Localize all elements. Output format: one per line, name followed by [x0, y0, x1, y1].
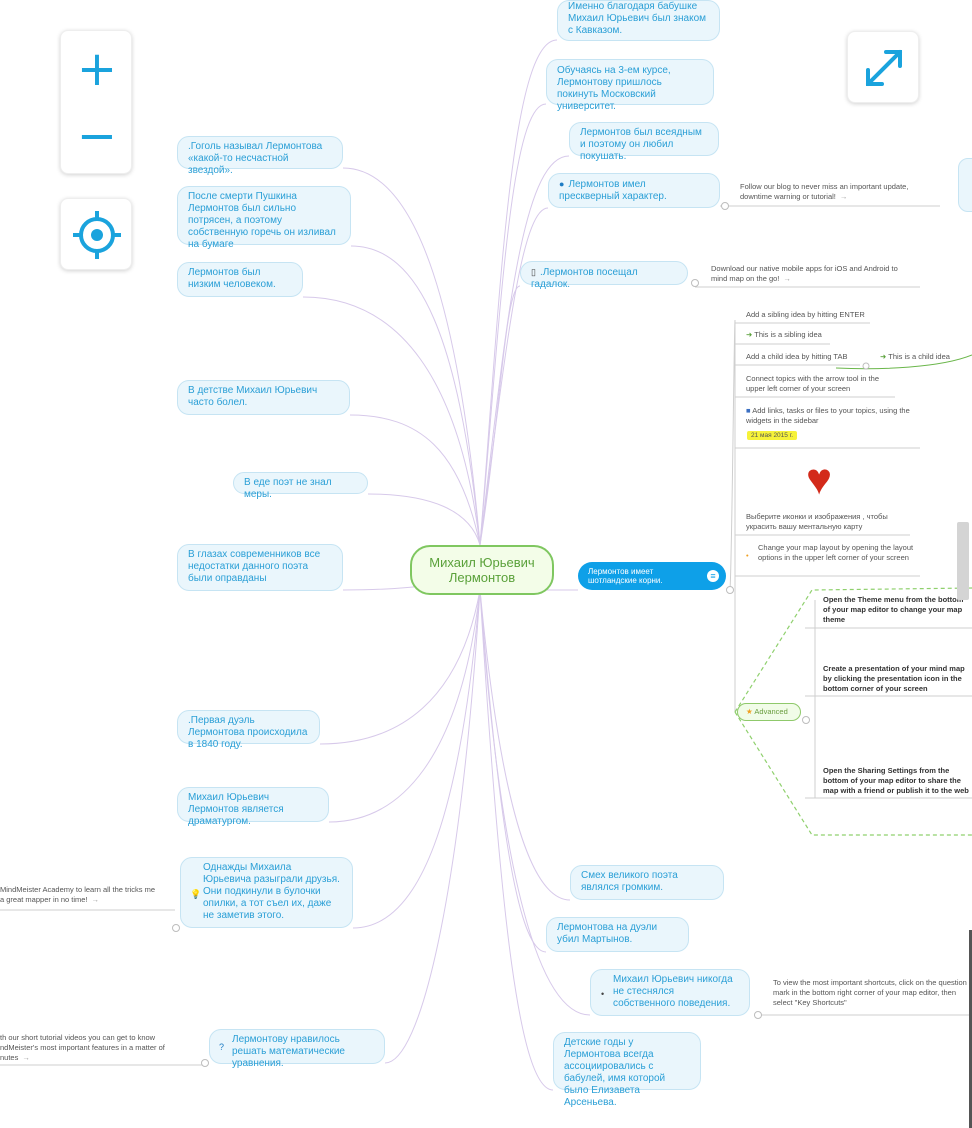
phone-icon: ▯ [531, 267, 536, 277]
idea-node-fortune[interactable]: ▯.Лермонтов посещал гадалок. [520, 261, 688, 290]
link-arrow-icon: → [91, 895, 100, 904]
idea-node-math[interactable]: ? Лермонтову нравилось решать математиче… [209, 1029, 385, 1069]
idea-node-character[interactable]: ●Лермонтов имел прескверный характер. [548, 173, 720, 208]
bullet-icon: • [601, 989, 605, 999]
note-connect[interactable]: Connect topics with the arrow tool in th… [746, 374, 879, 393]
green-arrow-icon: ➜ [880, 352, 887, 361]
idea-label: .Первая дуэль Лермонтова происходила в 1… [188, 715, 308, 750]
expand-icon [866, 50, 902, 86]
link-arrow-icon: → [839, 192, 848, 201]
note-child[interactable]: ➜ This is a child idea [880, 352, 950, 361]
note-widgets[interactable]: ■ Add links, tasks or files to your topi… [746, 406, 910, 425]
idea-label: .Лермонтов посещал гадалок. [531, 267, 638, 290]
zoom-in-button[interactable]: + [61, 39, 133, 99]
star-icon: ★ [746, 707, 753, 716]
note-shortcuts[interactable]: To view the most important shortcuts, cl… [773, 978, 967, 1007]
note-sibling-hint[interactable]: Add a sibling idea by hitting ENTER [746, 310, 865, 319]
idea-node-first-duel[interactable]: .Первая дуэль Лермонтова происходила в 1… [177, 710, 320, 750]
heart-icon: ♥ [806, 455, 833, 504]
notes-icon[interactable]: ≡ [707, 570, 719, 582]
note-sibling[interactable]: ➜ This is a sibling idea [746, 330, 822, 339]
idea-node-behavior[interactable]: • Михаил Юрьевич никогда не стеснялся со… [590, 969, 750, 1016]
info-icon: ● [559, 179, 565, 189]
root-idea[interactable]: Михаил Юрьевич Лермонтов [410, 545, 554, 595]
green-arrow-icon: ➜ [746, 330, 753, 339]
idea-label: Именно благодаря бабушке Михаил Юрьевич … [568, 1, 707, 36]
idea-node-eating[interactable]: Лермонтов был всеядным и поэтому он люби… [569, 122, 719, 162]
note-tutorial[interactable]: th our short tutorial videos you can get… [0, 1033, 165, 1062]
link-arrow-icon: → [22, 1053, 30, 1062]
center-map-button[interactable] [60, 198, 132, 270]
idea-node-university[interactable]: Обучаясь на 3-ем курсе, Лермонтову пришл… [546, 59, 714, 112]
idea-label: Лермонтов имеет шотландские корни. [588, 567, 663, 585]
widget-icon: ■ [746, 406, 751, 415]
idea-label: Детские годы у Лермонтова всегда ассоции… [564, 1037, 666, 1108]
note-apps[interactable]: Download our native mobile apps for iOS … [711, 264, 898, 283]
note-icons[interactable]: Выберите иконки и изображения , чтобы ук… [746, 512, 888, 531]
idea-label: После смерти Пушкина Лермонтов был сильн… [188, 191, 336, 250]
lightbulb-icon: • [746, 551, 749, 560]
root-label: Михаил Юрьевич Лермонтов [429, 555, 535, 585]
link-arrow-icon: → [783, 274, 791, 283]
idea-label: Лермонтов был низким человеком. [188, 267, 276, 290]
lightbulb-icon: 💡 [190, 889, 202, 899]
note-child-hint[interactable]: Add a child idea by hitting TAB [746, 352, 848, 361]
idea-node-laugh[interactable]: Смех великого поэта являлся громким. [570, 865, 724, 900]
idea-node-prank[interactable]: 💡 Однажды Михаила Юрьевича разыграли дру… [180, 857, 353, 928]
note-academy[interactable]: MindMeister Academy to learn all the tri… [0, 885, 156, 904]
idea-label: Лермонтов имел прескверный характер. [559, 179, 667, 202]
idea-label: В глазах современников все недостатки да… [188, 549, 321, 584]
idea-label: Лермонтова на дуэли убил Мартынов. [557, 922, 658, 945]
offscreen-node[interactable] [958, 158, 972, 212]
idea-node-dramatist[interactable]: Михаил Юрьевич Лермонтов является драмат… [177, 787, 329, 827]
idea-node-caucasus[interactable]: Именно благодаря бабушке Михаил Юрьевич … [557, 0, 720, 41]
advanced-node[interactable]: ★ Advanced [737, 703, 801, 721]
idea-node-pushkin[interactable]: После смерти Пушкина Лермонтов был сильн… [177, 186, 351, 250]
idea-label: Однажды Михаила Юрьевича разыграли друзь… [203, 862, 340, 921]
idea-label: В еде поэт не знал меры. [244, 477, 332, 500]
target-icon [73, 211, 121, 259]
idea-label: Михаил Юрьевич Лермонтов является драмат… [188, 792, 284, 827]
idea-label: В детстве Михаил Юрьевич часто болел. [188, 385, 318, 408]
idea-label: Лермонтову нравилось решать математическ… [232, 1034, 345, 1069]
date-badge: 21 мая 2015 г. [747, 431, 798, 440]
idea-label: Лермонтов был всеядным и поэтому он люби… [580, 127, 702, 162]
note-blog[interactable]: Follow our blog to never miss an importa… [740, 182, 909, 201]
idea-node-sick[interactable]: В детстве Михаил Юрьевич часто болел. [177, 380, 350, 415]
idea-node-gogol[interactable]: .Гоголь называл Лермонтова «какой-то нес… [177, 136, 343, 176]
fullscreen-button[interactable] [847, 31, 919, 103]
idea-node-childhood[interactable]: Детские годы у Лермонтова всегда ассоции… [553, 1032, 701, 1108]
idea-node-contemporaries[interactable]: В глазах современников все недостатки да… [177, 544, 343, 591]
note-sharing[interactable]: Open the Sharing Settings from the botto… [823, 766, 969, 795]
note-theme[interactable]: Open the Theme menu from the bottom of y… [823, 595, 964, 624]
vertical-scrollbar[interactable] [957, 522, 969, 600]
idea-node-low-person[interactable]: Лермонтов был низким человеком. [177, 262, 303, 297]
question-icon: ? [219, 1042, 225, 1052]
idea-label: Михаил Юрьевич никогда не стеснялся собс… [613, 974, 733, 1009]
note-presentation[interactable]: Create a presentation of your mind map b… [823, 664, 965, 693]
idea-node-food[interactable]: В еде поэт не знал меры. [233, 472, 368, 500]
zoom-controls: + − [60, 30, 132, 174]
idea-label: Смех великого поэта являлся громким. [581, 870, 678, 893]
idea-label: Обучаясь на 3-ем курсе, Лермонтову пришл… [557, 65, 671, 112]
idea-node-scottish-selected[interactable]: Лермонтов имеет шотландские корни. ≡ [578, 562, 726, 590]
idea-node-duel[interactable]: Лермонтова на дуэли убил Мартынов. [546, 917, 689, 952]
zoom-out-button[interactable]: − [61, 106, 133, 166]
note-layout[interactable]: • Change your map layout by opening the … [746, 543, 914, 562]
idea-label: .Гоголь называл Лермонтова «какой-то нес… [188, 141, 323, 176]
window-edge [969, 930, 972, 1128]
